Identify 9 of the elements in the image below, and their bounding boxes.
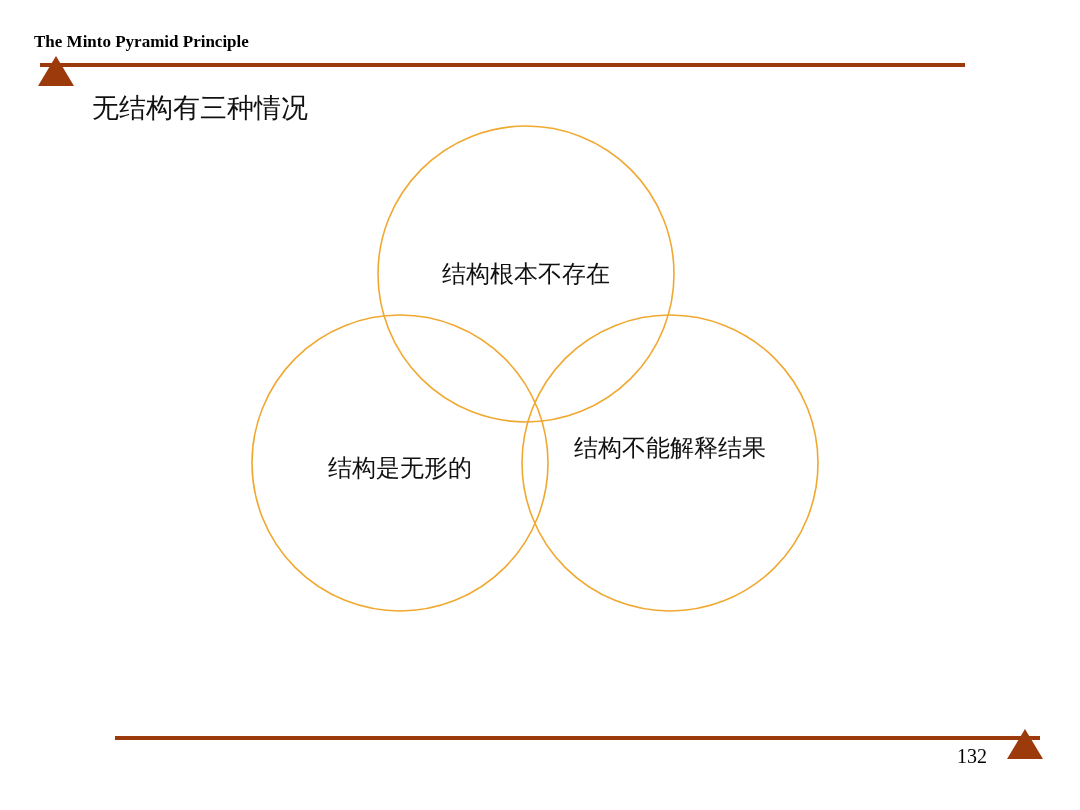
circle-label: 结构是无形的 [328, 453, 472, 484]
slide-title: 无结构有三种情况 [92, 91, 308, 125]
venn-circle [251, 314, 549, 612]
venn-circle [521, 314, 819, 612]
page-number: 132 [957, 745, 987, 768]
venn-circle [377, 125, 675, 423]
circle-label: 结构根本不存在 [442, 259, 610, 290]
circle-label: 结构不能解释结果 [574, 433, 766, 464]
header-text: The Minto Pyramid Principle [34, 32, 249, 52]
